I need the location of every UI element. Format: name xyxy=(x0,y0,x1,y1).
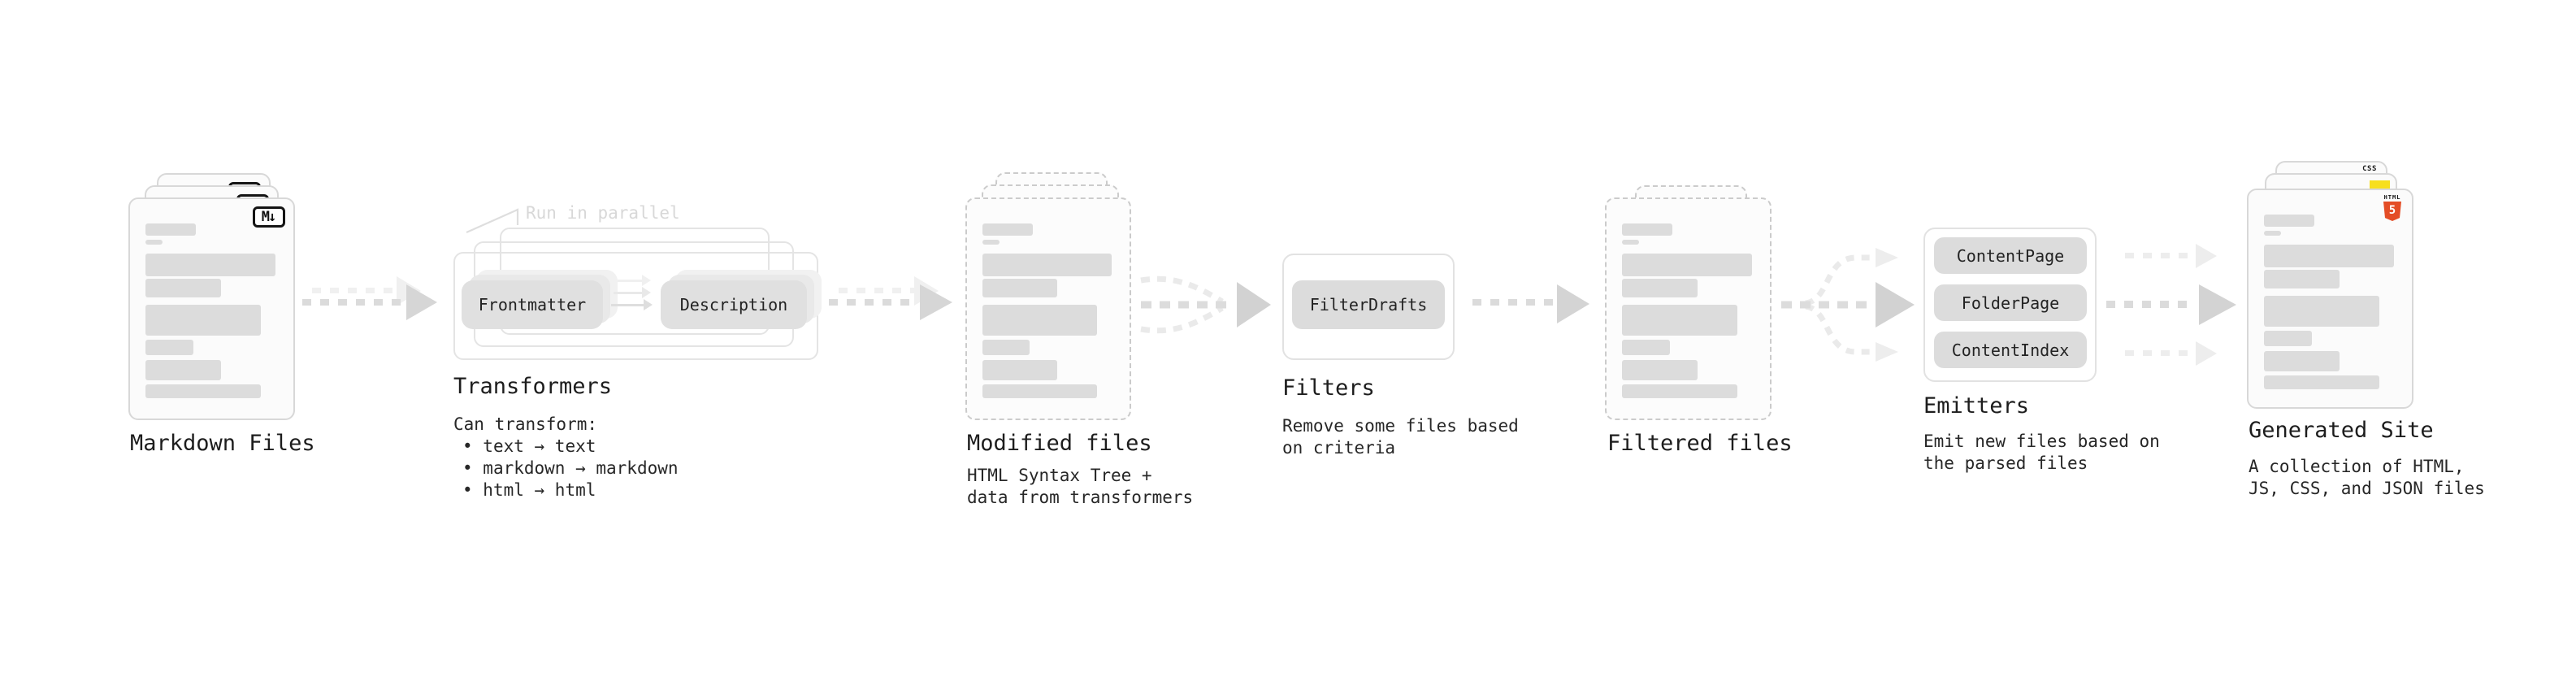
subtitle-line: on criteria xyxy=(1282,438,1396,458)
subtitle-line: Emit new files based on xyxy=(1923,432,2160,451)
placeholder-text-lines xyxy=(145,223,278,398)
modified-files-title: Modified files xyxy=(967,431,1152,456)
generated-site-title: Generated Site xyxy=(2249,418,2434,443)
callout-line xyxy=(466,208,519,234)
transform-bullet: html → html xyxy=(453,479,679,501)
transformers-title: Transformers xyxy=(453,374,613,399)
transform-arrow xyxy=(614,287,653,298)
frontmatter-box: Frontmatter xyxy=(462,280,603,329)
filter-drafts-box: FilterDrafts xyxy=(1292,280,1445,329)
transformers-description: Can transform: text → text markdown → ma… xyxy=(453,414,679,501)
content-index-box: ContentIndex xyxy=(1934,332,2087,368)
transformers-subtitle: Can transform: xyxy=(453,414,598,434)
placeholder-text-lines xyxy=(982,223,1114,398)
markdown-files-title: Markdown Files xyxy=(130,431,315,456)
transform-arrow xyxy=(611,299,653,310)
subtitle-line: JS, CSS, and JSON files xyxy=(2249,479,2485,498)
emitters-description: Emit new files based on the parsed files xyxy=(1923,431,2160,475)
emitters-title: Emitters xyxy=(1923,393,2030,419)
placeholder-text-lines xyxy=(2264,215,2396,389)
modified-files-description: HTML Syntax Tree + data from transformer… xyxy=(967,465,1193,509)
file-page: M↓ xyxy=(128,197,295,420)
run-in-parallel-label: Run in parallel xyxy=(526,203,680,223)
file-page xyxy=(1605,197,1772,420)
folder-page-box: FolderPage xyxy=(1934,284,2087,321)
transform-arrow xyxy=(618,275,653,286)
content-page-box: ContentPage xyxy=(1934,237,2087,274)
transform-bullet: text → text xyxy=(453,436,679,458)
subtitle-line: HTML Syntax Tree + xyxy=(967,466,1152,485)
filtered-files-title: Filtered files xyxy=(1607,431,1793,456)
markdown-icon: M↓ xyxy=(253,206,285,228)
file-page: HTML 5 xyxy=(2247,189,2413,409)
subtitle-line: A collection of HTML, xyxy=(2249,457,2465,476)
subtitle-line: the parsed files xyxy=(1923,453,2088,473)
description-box: Description xyxy=(661,280,807,329)
placeholder-text-lines xyxy=(1622,223,1754,398)
html5-icon: HTML 5 xyxy=(2382,194,2403,221)
filters-title: Filters xyxy=(1282,375,1375,401)
javascript-icon xyxy=(2370,180,2390,189)
subtitle-line: data from transformers xyxy=(967,488,1194,507)
fan-in-arrow xyxy=(1140,275,1271,334)
file-page xyxy=(965,197,1131,420)
fan-out-arrow xyxy=(1781,248,1915,362)
transform-bullet: markdown → markdown xyxy=(453,458,678,479)
filters-description: Remove some files based on criteria xyxy=(1282,415,1519,459)
subtitle-line: Remove some files based xyxy=(1282,416,1519,436)
generated-site-description: A collection of HTML, JS, CSS, and JSON … xyxy=(2249,456,2485,500)
